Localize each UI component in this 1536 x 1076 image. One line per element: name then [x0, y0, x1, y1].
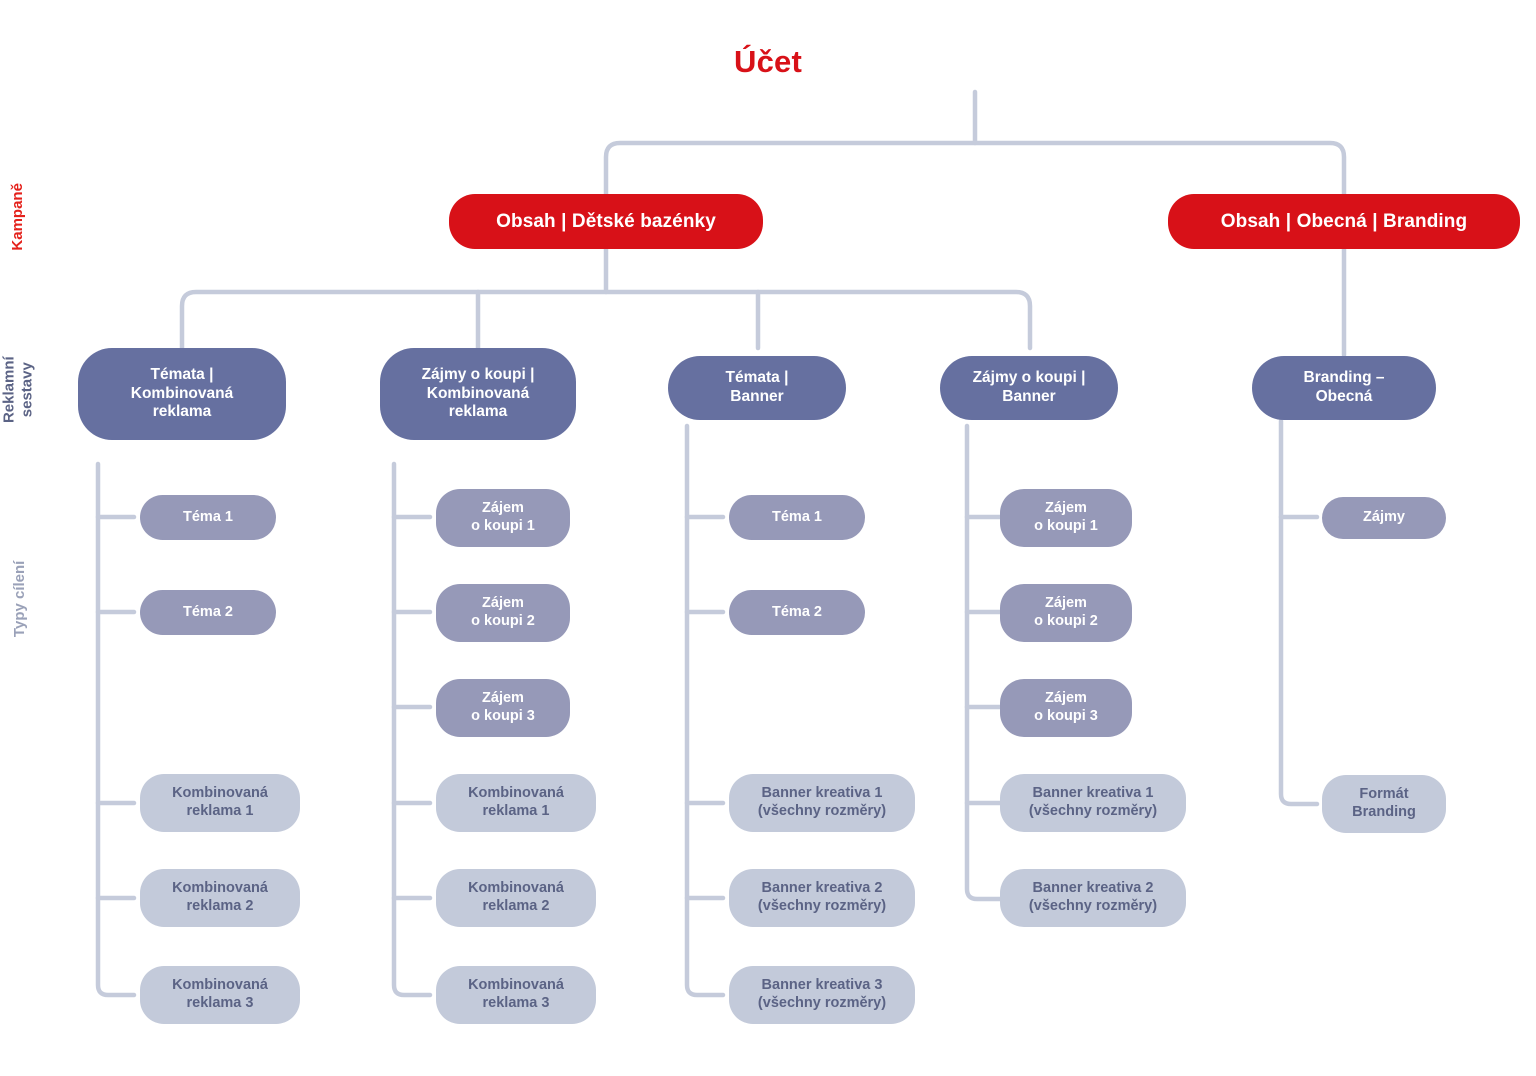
adgroup-node-3[interactable]: Témata | Banner [668, 356, 846, 420]
root-title: Účet [734, 44, 802, 79]
rail-label-adgroups: Reklamní sestavy [0, 356, 35, 424]
creative-node-c3-3[interactable]: Banner kreativa 3 (všechny rozměry) [729, 966, 915, 1024]
targeting-node-c2-2[interactable]: Zájem o koupi 2 [436, 584, 570, 642]
creative-node-c4-1[interactable]: Banner kreativa 1 (všechny rozměry) [1000, 774, 1186, 832]
adgroup-node-2[interactable]: Zájmy o koupi | Kombinovaná reklama [380, 348, 576, 440]
campaign-node-2[interactable]: Obsah | Obecná | Branding [1168, 194, 1520, 249]
rail-label-campaigns: Kampaně [9, 183, 27, 251]
targeting-node-c1-1[interactable]: Téma 1 [140, 495, 276, 540]
connector-col3-spine [684, 423, 726, 998]
creative-node-c5-1[interactable]: Formát Branding [1322, 775, 1446, 833]
connector-col5-spine [1278, 418, 1320, 807]
targeting-node-c3-2[interactable]: Téma 2 [729, 590, 865, 635]
connector-col2-spine [391, 461, 433, 998]
connector-col1-spine [95, 461, 137, 998]
targeting-node-c2-1[interactable]: Zájem o koupi 1 [436, 489, 570, 547]
creative-node-c3-2[interactable]: Banner kreativa 2 (všechny rozměry) [729, 869, 915, 927]
rail-label-targeting: Typy cílení [11, 560, 29, 638]
connector-col4-spine [964, 423, 1006, 902]
targeting-node-c4-2[interactable]: Zájem o koupi 2 [1000, 584, 1132, 642]
creative-node-c1-3[interactable]: Kombinovaná reklama 3 [140, 966, 300, 1024]
campaign-node-1[interactable]: Obsah | Dětské bazénky [449, 194, 763, 249]
targeting-node-c2-3[interactable]: Zájem o koupi 3 [436, 679, 570, 737]
adgroup-node-1[interactable]: Témata | Kombinovaná reklama [78, 348, 286, 440]
creative-node-c1-2[interactable]: Kombinovaná reklama 2 [140, 869, 300, 927]
creative-node-c2-1[interactable]: Kombinovaná reklama 1 [436, 774, 596, 832]
adgroup-node-4[interactable]: Zájmy o koupi | Banner [940, 356, 1118, 420]
connector-root-bus [603, 140, 1347, 198]
targeting-node-c4-3[interactable]: Zájem o koupi 3 [1000, 679, 1132, 737]
targeting-node-c1-2[interactable]: Téma 2 [140, 590, 276, 635]
creative-node-c1-1[interactable]: Kombinovaná reklama 1 [140, 774, 300, 832]
targeting-node-c5-1[interactable]: Zájmy [1322, 497, 1446, 539]
adgroup-node-5[interactable]: Branding – Obecná [1252, 356, 1436, 420]
creative-node-c3-1[interactable]: Banner kreativa 1 (všechny rozměry) [729, 774, 915, 832]
creative-node-c2-2[interactable]: Kombinovaná reklama 2 [436, 869, 596, 927]
connector-campaign1-bus [179, 289, 1033, 351]
targeting-node-c4-1[interactable]: Zájem o koupi 1 [1000, 489, 1132, 547]
targeting-node-c3-1[interactable]: Téma 1 [729, 495, 865, 540]
creative-node-c4-2[interactable]: Banner kreativa 2 (všechny rozměry) [1000, 869, 1186, 927]
creative-node-c2-3[interactable]: Kombinovaná reklama 3 [436, 966, 596, 1024]
